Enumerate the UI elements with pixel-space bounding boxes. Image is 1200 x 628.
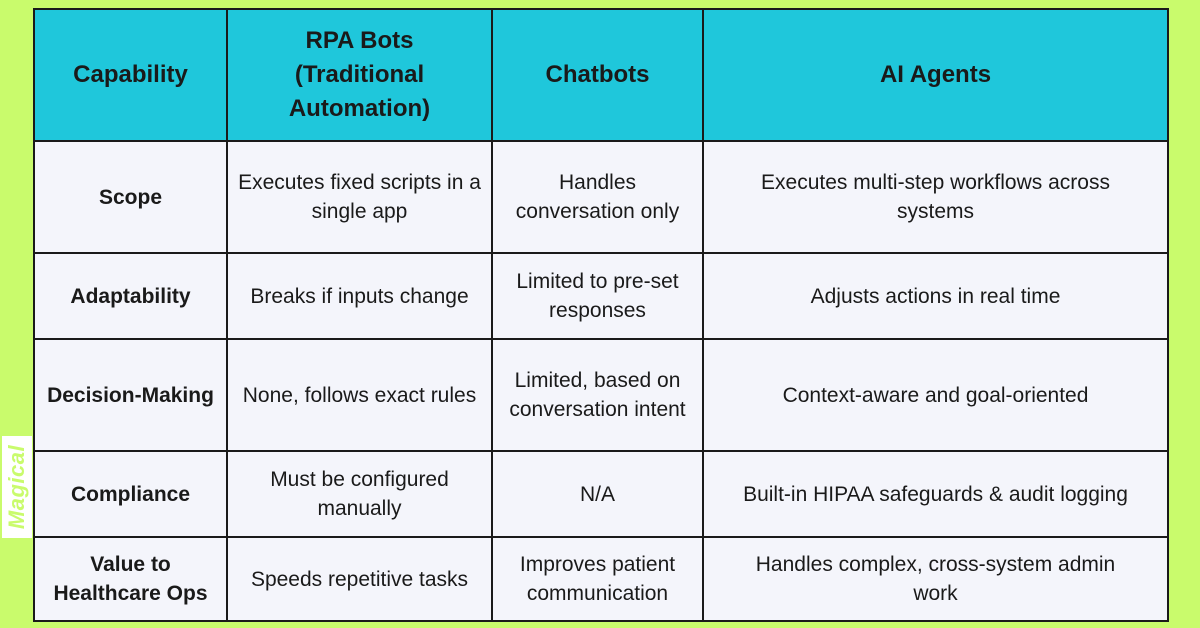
ai-agents-cell: Adjusts actions in real time xyxy=(702,252,1169,340)
header-ai-agents: AI Agents xyxy=(702,8,1169,142)
chatbots-cell: N/A xyxy=(491,450,704,538)
chatbots-cell: Improves patient communication xyxy=(491,536,704,622)
table-row-compliance: Compliance Must be configured manually N… xyxy=(33,450,1169,538)
comparison-table-container: Capability RPA Bots (Traditional Automat… xyxy=(33,8,1169,622)
header-capability: Capability xyxy=(33,8,228,142)
chatbots-cell: Handles conversation only xyxy=(491,140,704,254)
header-chatbots: Chatbots xyxy=(491,8,704,142)
table-row-adaptability: Adaptability Breaks if inputs change Lim… xyxy=(33,252,1169,340)
table-row-decision-making: Decision-Making None, follows exact rule… xyxy=(33,338,1169,452)
ai-agents-cell: Executes multi-step workflows across sys… xyxy=(702,140,1169,254)
chatbots-cell: Limited, based on conversation intent xyxy=(491,338,704,452)
capability-cell: Adaptability xyxy=(33,252,228,340)
rpa-cell: Speeds repetitive tasks xyxy=(226,536,493,622)
rpa-cell: None, follows exact rules xyxy=(226,338,493,452)
watermark-text: Magical xyxy=(4,444,30,530)
capability-cell: Decision-Making xyxy=(33,338,228,452)
rpa-cell: Breaks if inputs change xyxy=(226,252,493,340)
watermark-logo: Magical xyxy=(2,436,32,538)
capability-cell: Value to Healthcare Ops xyxy=(33,536,228,622)
capability-cell: Scope xyxy=(33,140,228,254)
ai-agents-cell: Handles complex, cross-system admin work xyxy=(702,536,1169,622)
capability-cell: Compliance xyxy=(33,450,228,538)
rpa-cell: Executes fixed scripts in a single app xyxy=(226,140,493,254)
ai-agents-cell: Context-aware and goal-oriented xyxy=(702,338,1169,452)
rpa-cell: Must be configured manually xyxy=(226,450,493,538)
table-row-scope: Scope Executes fixed scripts in a single… xyxy=(33,140,1169,254)
chatbots-cell: Limited to pre-set responses xyxy=(491,252,704,340)
table-row-value-to-healthcare-ops: Value to Healthcare Ops Speeds repetitiv… xyxy=(33,536,1169,622)
comparison-table: Capability RPA Bots (Traditional Automat… xyxy=(33,8,1169,622)
header-row: Capability RPA Bots (Traditional Automat… xyxy=(33,8,1169,142)
header-rpa-bots: RPA Bots (Traditional Automation) xyxy=(226,8,493,142)
ai-agents-cell: Built-in HIPAA safeguards & audit loggin… xyxy=(702,450,1169,538)
